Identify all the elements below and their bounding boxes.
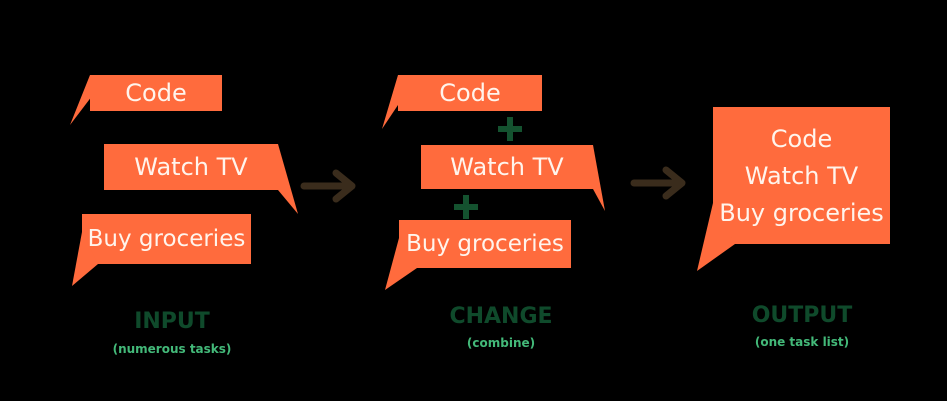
bubble-tail bbox=[278, 144, 298, 214]
input-bubble-buy-groceries: Buy groceries bbox=[72, 214, 251, 286]
input-bubble-code: Code bbox=[70, 75, 222, 125]
output-title: OUTPUT bbox=[751, 303, 853, 328]
bubble-tail bbox=[72, 232, 98, 286]
output-item-buy-groceries: Buy groceries bbox=[719, 198, 884, 227]
change-bubble-watch-tv: Watch TV bbox=[421, 145, 605, 211]
change-item-watch-tv: Watch TV bbox=[450, 153, 564, 181]
bubble-tail bbox=[382, 75, 418, 129]
bubble-tail bbox=[70, 75, 108, 125]
output-bubble-task-list: Code Watch TV Buy groceries bbox=[697, 107, 890, 271]
input-title: INPUT bbox=[134, 309, 210, 334]
plus-icon bbox=[454, 195, 478, 219]
arrow-right-icon bbox=[300, 169, 356, 203]
input-bubble-watch-tv: Watch TV bbox=[104, 144, 298, 214]
change-bubble-code: Code bbox=[382, 75, 542, 129]
change-item-code: Code bbox=[439, 79, 501, 107]
input-subtitle: (numerous tasks) bbox=[112, 342, 232, 356]
input-item-watch-tv: Watch TV bbox=[134, 153, 248, 181]
bubble-tail bbox=[593, 145, 605, 211]
input-item-code: Code bbox=[125, 79, 187, 107]
change-title: CHANGE bbox=[449, 304, 553, 329]
input-item-buy-groceries: Buy groceries bbox=[87, 225, 246, 252]
bubble-tail bbox=[697, 203, 735, 271]
output-item-watch-tv: Watch TV bbox=[744, 161, 859, 190]
output-item-code: Code bbox=[770, 124, 833, 153]
change-bubble-buy-groceries: Buy groceries bbox=[385, 220, 571, 290]
change-subtitle: (combine) bbox=[466, 336, 536, 350]
arrow-right-icon bbox=[630, 166, 686, 200]
output-subtitle: (one task list) bbox=[754, 335, 850, 349]
change-item-buy-groceries: Buy groceries bbox=[406, 230, 564, 257]
plus-icon bbox=[498, 117, 522, 141]
bubble-tail bbox=[385, 238, 417, 290]
